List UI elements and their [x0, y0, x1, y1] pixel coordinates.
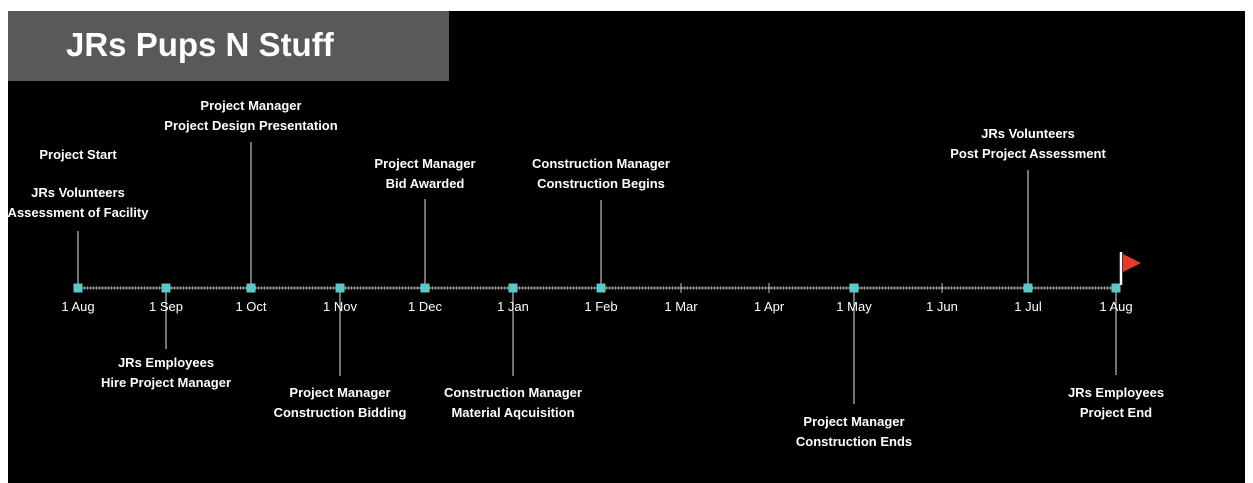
- month-label: 1 Jul: [1014, 299, 1042, 314]
- milestone-marker: [335, 283, 345, 293]
- milestone-label: Project Start: [39, 145, 116, 165]
- milestone-label-line: Bid Awarded: [385, 176, 465, 191]
- milestone-marker: [508, 283, 518, 293]
- month-label: 1 Sep: [149, 299, 183, 314]
- milestone-label-line: JRs Volunteers: [981, 126, 1075, 141]
- milestone-label-line: Project End: [1079, 405, 1153, 420]
- milestone-label-line: JRs Employees: [1067, 385, 1165, 400]
- month-label: 1 Nov: [323, 299, 357, 314]
- milestone-label-line: Construction Manager: [532, 156, 670, 171]
- month-label: 1 Dec: [408, 299, 442, 314]
- milestone-marker: [849, 283, 859, 293]
- timeline-graphic: [73, 142, 1141, 404]
- milestone-label-line: Material Aqcuisition: [451, 405, 575, 420]
- month-label: 1 Jan: [497, 299, 529, 314]
- milestone-marker: [420, 283, 430, 293]
- milestone-label-line: Construction Bidding: [273, 405, 407, 420]
- month-label: 1 Oct: [235, 299, 267, 314]
- month-label: 1 Apr: [753, 299, 785, 314]
- month-label: 1 Jun: [926, 299, 958, 314]
- red-flag-icon: [1123, 254, 1141, 272]
- milestone-label-line: Post Project Assessment: [950, 146, 1106, 161]
- title-bar: JRs Pups N Stuff: [8, 11, 449, 81]
- milestone-label-line: JRs Employees: [117, 355, 215, 370]
- milestone-marker: [596, 283, 606, 293]
- month-label: 1 Mar: [664, 299, 698, 314]
- milestone-label-line: Project Design Presentation: [164, 118, 338, 133]
- month-label: 1 Aug: [1099, 299, 1133, 314]
- milestone-label-line: Project Start: [39, 147, 117, 162]
- milestone-label-line: JRs Volunteers: [31, 185, 125, 200]
- milestone-label-line: Project Manager: [374, 156, 476, 171]
- milestone-label-line: Construction Manager: [444, 385, 582, 400]
- milestone-label-line: Assessment of Facility: [8, 205, 149, 220]
- milestone-label-line: Project Manager: [200, 98, 302, 113]
- milestone-label-line: Project Manager: [803, 414, 905, 429]
- month-label: 1 May: [836, 299, 872, 314]
- page-title: JRs Pups N Stuff: [66, 26, 334, 63]
- milestone-marker: [73, 283, 83, 293]
- month-label: 1 Feb: [584, 299, 618, 314]
- milestone-label-line: Construction Begins: [537, 176, 665, 191]
- milestone-label-line: Construction Ends: [795, 434, 913, 449]
- month-label: 1 Aug: [61, 299, 95, 314]
- milestone-marker: [1111, 283, 1121, 293]
- milestone-label-line: Project Manager: [289, 385, 391, 400]
- milestone-label-line: Hire Project Manager: [100, 375, 232, 390]
- milestone-marker: [246, 283, 256, 293]
- milestone-marker: [161, 283, 171, 293]
- milestone-marker: [1023, 283, 1033, 293]
